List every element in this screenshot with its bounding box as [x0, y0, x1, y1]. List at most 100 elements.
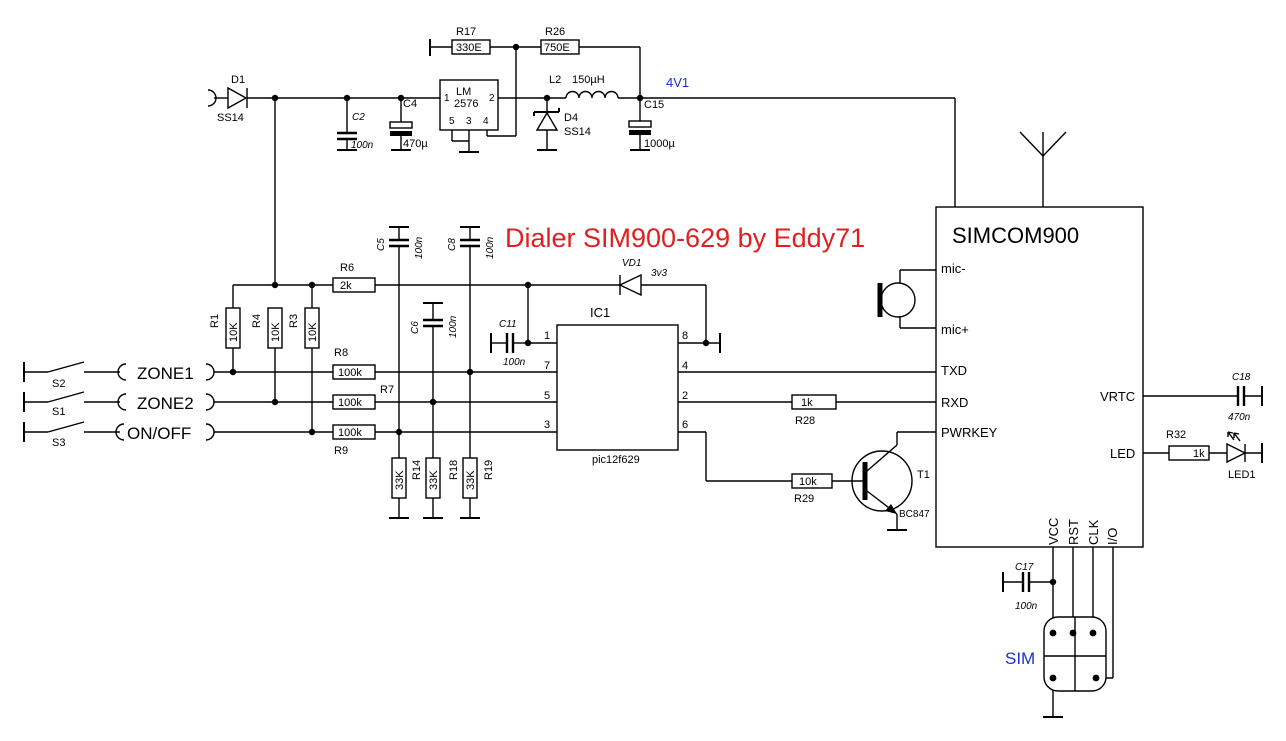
c4-value: 470µ [403, 138, 428, 150]
pin-mic-pos: mic+ [941, 322, 969, 337]
resistor-r17: 330E R17 [429, 26, 491, 56]
ic1-pin1: 1 [544, 330, 550, 342]
l2-value: 150µH [572, 74, 605, 86]
r1-ref: R1 [209, 314, 221, 328]
c6-value: 100n [448, 315, 459, 338]
capacitor-c6: C6 100n [410, 302, 459, 458]
resistor-r3: 10K R3 [288, 285, 320, 432]
pin-led: LED [1110, 446, 1135, 461]
r8-ref: R8 [334, 347, 348, 359]
pin-vrtc: VRTC [1100, 389, 1135, 404]
vd1-ref: VD1 [622, 258, 641, 269]
r1-value: 10K [228, 322, 240, 342]
r29-value: 10k [799, 476, 817, 488]
inductor-l2: L2 150µH [549, 74, 955, 99]
zone2-label: ZONE2 [137, 394, 194, 413]
r3-value: 10K [307, 322, 319, 342]
r18-ref: R18 [448, 460, 460, 480]
zone1-label: ZONE1 [137, 364, 194, 383]
r18-value: 33K [394, 470, 406, 490]
pin-vcc: VCC [1046, 518, 1061, 545]
pin-io: I/O [1105, 528, 1120, 545]
resistor-r18: 33K R18 [389, 457, 460, 519]
resistor-r8: 100k R8 [332, 347, 376, 380]
regulator-name-1: LM [456, 86, 471, 98]
c17-value: 100n [1015, 601, 1038, 612]
simcom900-name: SIMCOM900 [952, 223, 1079, 248]
r28-ref: R28 [795, 415, 815, 427]
ic1-pin6: 6 [682, 419, 688, 431]
r6-ref: R6 [340, 262, 354, 274]
pin-rxd: RXD [941, 395, 968, 410]
r26-ref: R26 [545, 26, 565, 38]
r17-value: 330E [456, 42, 482, 54]
ic1-pin8: 8 [682, 330, 688, 342]
regulator-pin2: 2 [489, 93, 495, 104]
r19-value: 33K [465, 470, 477, 490]
switch-s3: S3 [23, 421, 120, 449]
c17-ref: C17 [1015, 562, 1034, 573]
c4-ref: C4 [403, 98, 417, 110]
ic1-pin7: 7 [544, 360, 550, 372]
power-input-jack [207, 89, 228, 107]
c11-ref: C11 [499, 319, 517, 330]
c18-ref: C18 [1232, 372, 1251, 383]
r4-ref: R4 [251, 314, 263, 328]
diode-d4: D4 SS14 [533, 98, 591, 151]
r28-value: 1k [801, 397, 813, 409]
c5-ref: C5 [376, 238, 387, 251]
ic1-part: pic12f629 [592, 454, 640, 466]
c5-value: 100n [414, 236, 425, 259]
simcom900-module: SIMCOM900 mic- mic+ TXD RXD PWRKEY VRTC … [935, 206, 1144, 548]
led-led1: LED1 [1226, 431, 1263, 481]
r29-ref: R29 [794, 493, 814, 505]
onoff-label: ON/OFF [127, 424, 191, 443]
r4-value: 10K [270, 322, 282, 342]
c8-ref: C8 [447, 238, 458, 251]
r26-value: 750E [544, 42, 570, 54]
zener-vd1: VD1 3v3 [618, 258, 706, 297]
resistor-r4: 10K R4 [251, 307, 283, 402]
capacitor-c17: C17 100n [1002, 562, 1053, 612]
r3-ref: R3 [288, 314, 300, 328]
pin-pwrkey: PWRKEY [941, 425, 998, 440]
regulator-pin5: 5 [449, 116, 455, 127]
r7-value: 100k [338, 397, 362, 409]
pin-mic-neg: mic- [941, 261, 966, 276]
t1-ref: T1 [917, 469, 930, 481]
mcu-pic12f629: IC1 pic12f629 1 7 5 3 8 4 2 6 [544, 305, 688, 466]
r19-ref: R19 [483, 460, 495, 480]
regulator-pin3: 3 [466, 116, 472, 127]
net-label-4v1: 4V1 [666, 75, 689, 90]
pin-txd: TXD [941, 363, 967, 378]
c8-value: 100n [485, 236, 496, 259]
c18-value: 470n [1228, 412, 1251, 423]
regulator-name-2: 2576 [454, 98, 478, 110]
c15-value: 1000µ [644, 138, 675, 150]
ic1-pin5: 5 [544, 390, 550, 402]
regulator-pin1: 1 [444, 93, 450, 104]
resistor-r29: 10k R29 [791, 473, 833, 505]
ic1-pin4: 4 [682, 360, 688, 372]
d4-ref: D4 [564, 112, 578, 124]
pin-rst: RST [1066, 519, 1081, 545]
regulator-lm2576: LM 2576 1 2 5 3 4 [439, 47, 517, 153]
ic1-ref: IC1 [590, 305, 610, 320]
resistor-r9: 100k R9 [332, 424, 376, 457]
resistor-r7: 100k R7 [332, 384, 394, 410]
r6-value: 2k [340, 280, 352, 292]
resistor-r26: 750E R26 [540, 26, 580, 55]
capacitor-c15: C15 1000µ [628, 98, 675, 151]
switch-s2: S2 [23, 361, 120, 390]
input-onoff: ON/OFF [115, 423, 215, 443]
capacitor-c11: C11 100n [490, 319, 528, 368]
s1-label: S1 [52, 406, 65, 418]
r9-ref: R9 [334, 445, 348, 457]
capacitor-c4: C4 470µ [389, 98, 428, 151]
capacitor-c5: C5 100n [376, 226, 425, 458]
s3-label: S3 [52, 437, 65, 449]
capacitor-c8: C8 100n [447, 226, 496, 458]
ic1-pin2: 2 [682, 390, 688, 402]
input-zone1: ZONE1 [117, 363, 215, 383]
